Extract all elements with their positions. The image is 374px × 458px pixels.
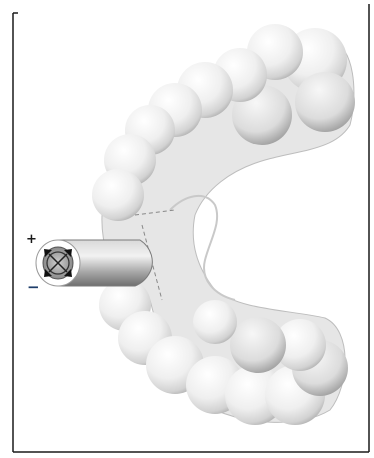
tool-cylinder[interactable] xyxy=(36,240,152,286)
zoom-out-button[interactable]: − xyxy=(27,280,40,295)
dental-arch-model[interactable] xyxy=(92,24,355,425)
zoom-in-button[interactable]: + xyxy=(26,233,37,246)
